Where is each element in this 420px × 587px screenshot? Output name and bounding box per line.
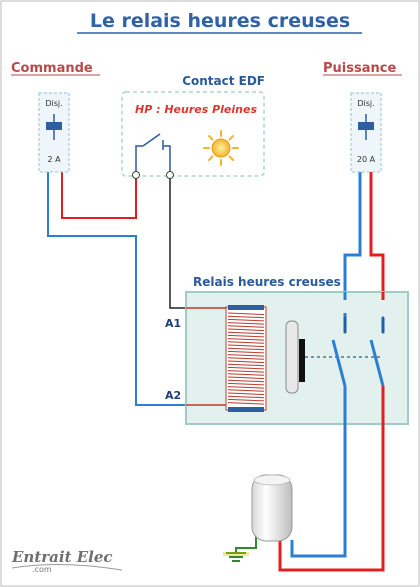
- section-commande: Commande: [11, 61, 93, 76]
- coil-turn: [227, 318, 265, 322]
- coil-turn: [227, 382, 265, 386]
- section-puissance: Puissance: [323, 61, 396, 76]
- relay-plunger: [285, 320, 299, 394]
- coil-turn: [227, 376, 265, 379]
- relay-title: Relais heures creuses: [193, 275, 341, 289]
- coil-turn: [227, 357, 265, 360]
- coil-turn: [227, 389, 265, 392]
- contact-switch-right-leg: [163, 145, 171, 172]
- coil-turn: [227, 402, 265, 405]
- coil-turn: [227, 360, 265, 363]
- earth-ground-icon: [223, 530, 257, 562]
- coil-bottom-plate: [228, 407, 264, 412]
- coil-turn: [227, 366, 265, 370]
- breaker-label: Disj.: [45, 99, 62, 108]
- relay-armature: [299, 339, 305, 382]
- coil-turn: [227, 322, 265, 325]
- contact-switch-blade: [142, 133, 161, 147]
- command-phase-wire: [61, 172, 137, 219]
- coil-turn: [227, 392, 265, 395]
- coil-turn: [227, 379, 265, 383]
- contact-switch-left-leg: [135, 145, 143, 172]
- power-contact-neutral: [331, 313, 347, 430]
- relay-coil: [225, 305, 267, 412]
- coil-turn: [227, 328, 265, 331]
- contact-terminal-left: [132, 171, 140, 179]
- command-neutral-wire: [47, 172, 226, 406]
- coil-turn: [227, 373, 265, 376]
- coil-turn: [227, 344, 265, 347]
- coil-turn: [227, 398, 265, 402]
- coil-turn: [227, 350, 265, 354]
- coil-turn: [227, 325, 265, 328]
- contact-edf-subtitle: HP : Heures Pleines: [135, 103, 257, 116]
- power-phase-wire-bottom: [278, 424, 385, 572]
- logo-subtext: .com: [32, 565, 52, 574]
- coil-turn: [227, 315, 265, 319]
- water-heater-icon: [251, 474, 293, 542]
- logo-text: Entrait Elec: [11, 548, 113, 566]
- coil-turn: [227, 341, 265, 344]
- breaker-commande: Disj. 2 A: [38, 92, 70, 173]
- coil-turn: [227, 334, 265, 338]
- coil-turn: [227, 354, 265, 357]
- terminal-a2: A2: [165, 389, 181, 402]
- coil-turn: [227, 347, 265, 351]
- contact-terminal-right: [166, 171, 174, 179]
- coil-turn: [227, 386, 265, 389]
- breaker-rating: 2 A: [47, 155, 61, 164]
- breaker-puissance: Disj. 20 A: [350, 92, 382, 173]
- coil-turn: [227, 312, 265, 315]
- coil-turn: [227, 370, 265, 373]
- power-neutral-wire-bottom: [290, 424, 347, 558]
- coil-turn: [227, 338, 265, 341]
- coil-turn: [227, 395, 265, 399]
- page-title: Le relais heures creuses: [90, 10, 350, 32]
- terminal-a1: A1: [165, 317, 181, 330]
- coil-turn: [227, 331, 265, 335]
- contact-edf-title: Contact EDF: [182, 74, 265, 88]
- coil-turn: [227, 363, 265, 367]
- breaker-rating: 20 A: [357, 155, 376, 164]
- entrait-elec-logo: Entrait Elec .com: [11, 548, 123, 574]
- sun-icon: [203, 130, 239, 166]
- power-contact-phase: [369, 316, 385, 430]
- contact-edf-box: HP : Heures Pleines: [121, 91, 265, 179]
- coil-top-plate: [228, 305, 264, 310]
- breaker-label: Disj.: [357, 99, 374, 108]
